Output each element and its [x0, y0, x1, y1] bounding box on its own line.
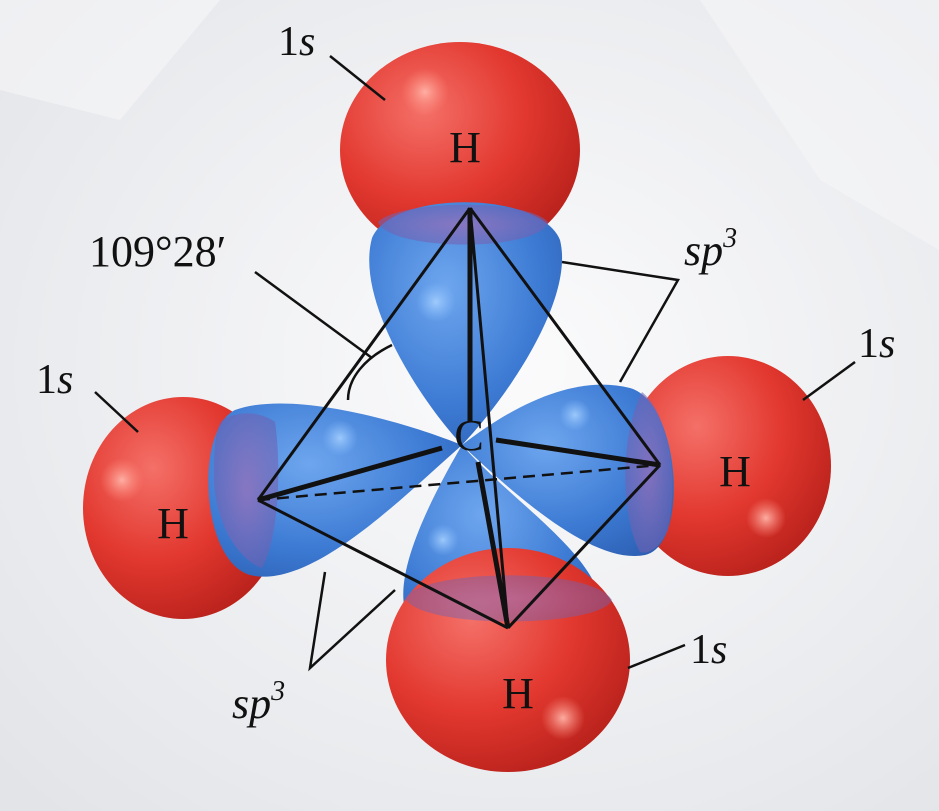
lobe-highlight — [559, 399, 591, 431]
hydrogen-label-right: H — [719, 447, 751, 496]
bond-angle-label: 109°28′ — [89, 227, 226, 276]
highlight — [541, 696, 585, 740]
leader-left-1s — [94, 391, 139, 433]
edge — [468, 207, 510, 629]
orbital-label-sp3-upper: sp3 — [684, 223, 737, 275]
leader-right-1s — [802, 360, 856, 402]
highlight — [746, 498, 786, 538]
hydrogen-label-bottom: H — [502, 669, 534, 718]
overlap-bottom — [405, 575, 612, 622]
overlap-top — [378, 204, 548, 245]
hydrogen-label-left: H — [157, 499, 189, 548]
overlap-regions — [213, 204, 673, 568]
hydrogen-bottom — [386, 548, 630, 772]
leader-angle — [254, 270, 373, 360]
leader-sp3-lower — [308, 571, 396, 672]
background-facet — [700, 0, 939, 250]
orbital-label-1s-top: 1s — [278, 19, 315, 65]
edge — [506, 463, 662, 630]
s-orbital-top — [340, 42, 580, 258]
overlap-left — [213, 413, 279, 568]
lobe-highlight — [322, 420, 358, 456]
edge-hidden — [257, 463, 661, 502]
angle-arc — [346, 343, 393, 401]
leader-sp3-upper — [561, 260, 680, 383]
bond-right — [495, 437, 661, 468]
bond-bottom — [475, 461, 511, 629]
carbon-label: C — [454, 411, 483, 460]
leader-top-1s — [329, 55, 386, 101]
edge — [256, 207, 472, 501]
edge — [257, 498, 509, 630]
hydrogen-right — [625, 356, 831, 576]
lobe-highlight — [416, 282, 456, 322]
orbital-label-sp3-lower: sp3 — [232, 676, 285, 728]
hydrogen-label-top: H — [449, 123, 481, 172]
leader-lines — [94, 55, 856, 672]
tetrahedron — [256, 207, 662, 630]
sp3-lobe-right — [462, 384, 674, 557]
orbital-label-1s-right: 1s — [858, 321, 895, 367]
hydrogen-top — [340, 42, 580, 258]
sp3-lobe-top — [369, 202, 563, 445]
bond-left — [257, 445, 443, 503]
orbital-label-1s-bottom: 1s — [690, 627, 727, 673]
lobe-highlight — [427, 524, 459, 556]
edge — [468, 207, 662, 466]
background-facet — [0, 0, 220, 120]
orbital-label-1s-left: 1s — [36, 357, 73, 403]
highlight — [100, 458, 144, 502]
highlight — [401, 68, 449, 116]
leader-bottom-1s — [627, 643, 686, 670]
